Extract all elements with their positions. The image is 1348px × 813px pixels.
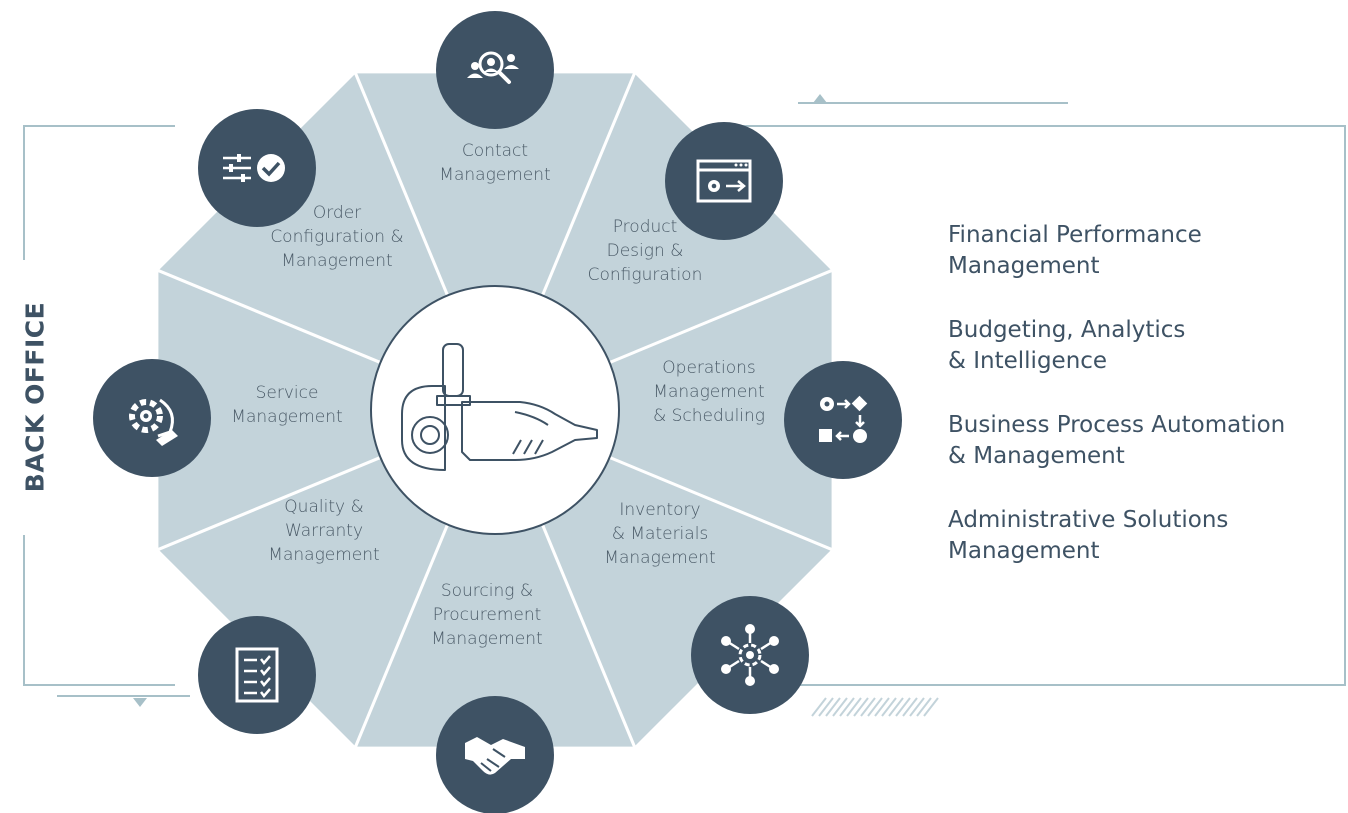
back-office-item: Financial Performance Management: [948, 222, 1202, 279]
segment-sourcing: [357, 414, 633, 747]
back-office-list: Financial Performance Management Budgeti…: [948, 220, 1328, 600]
browser-settings-icon: [696, 159, 752, 203]
segment-label-line: Management: [268, 545, 379, 565]
hatch-decoration: [811, 697, 939, 717]
segment-label-line: Management: [231, 407, 342, 427]
segment-label-line: Design &: [607, 241, 684, 261]
back-office-item: Administrative Solutions Management: [948, 507, 1229, 564]
icon-badge-service: [93, 359, 211, 477]
segment-label-line: Management: [653, 382, 764, 402]
segment-label-line: Configuration &: [270, 227, 403, 247]
segment-label-line: Procurement: [433, 605, 542, 625]
segment-label-line: Sourcing &: [441, 581, 533, 601]
icon-badge-product: [665, 122, 783, 240]
segment-label-line: & Scheduling: [653, 406, 765, 426]
segment-label-line: Service: [256, 383, 319, 403]
checklist-icon: [235, 647, 279, 703]
network-gear-icon: [721, 624, 779, 686]
angle-grinder-icon: [401, 343, 598, 471]
icon-badge-quality: [198, 616, 316, 734]
segment-label-line: Quality &: [284, 497, 363, 517]
gear-hand-icon: [129, 398, 178, 446]
back-office-item: Budgeting, Analytics & Intelligence: [948, 317, 1186, 374]
center-hub: [370, 285, 620, 535]
segment-service: [158, 272, 491, 548]
handshake-icon: [465, 737, 525, 775]
segment-label-line: & Materials: [612, 524, 709, 544]
segment-label-line: Product: [613, 217, 678, 237]
back-office-label: BACK OFFICE: [20, 301, 50, 493]
segment-label-line: Warranty: [285, 521, 363, 541]
frame-arrow-up: [813, 94, 827, 103]
segment-label-line: Contact: [462, 141, 528, 161]
icon-badge-operations: [784, 361, 902, 479]
back-office-item: Business Process Automation & Management: [948, 412, 1286, 469]
sliders-check-icon: [223, 154, 285, 182]
segment-operations: [499, 272, 832, 548]
segment-label-line: Operations: [662, 358, 755, 378]
contact-search-icon: [467, 51, 519, 84]
segment-contact: [357, 73, 633, 406]
segment-label-line: Order: [313, 203, 361, 223]
segment-label-line: Management: [439, 165, 550, 185]
back-office-frame: [23, 102, 1346, 697]
frame-arrow-down: [133, 698, 147, 707]
segment-label-line: Management: [431, 629, 542, 649]
segment-label-line: Inventory: [619, 500, 700, 520]
segment-label-line: Configuration: [588, 265, 703, 285]
segment-label-line: Management: [604, 548, 715, 568]
segment-label-line: Management: [281, 251, 392, 271]
